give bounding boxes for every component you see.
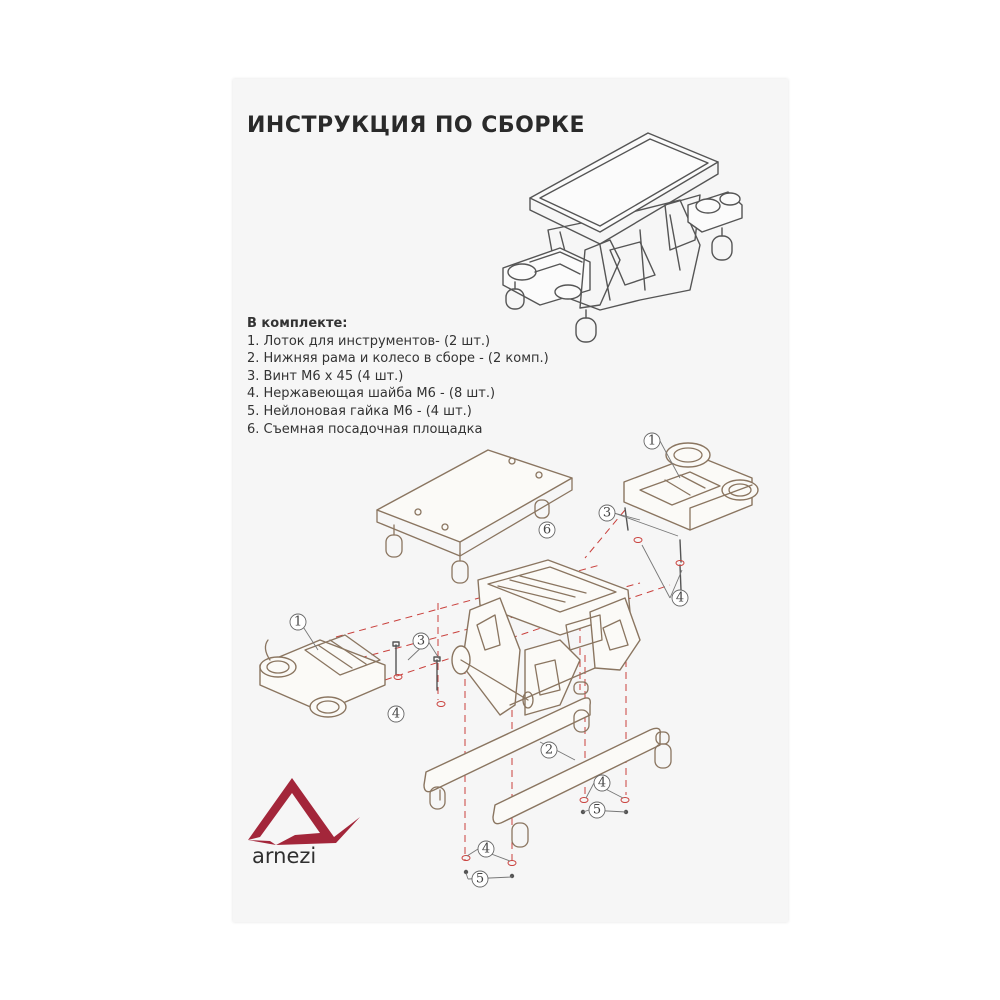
callout-3-right: 3	[603, 506, 611, 521]
hardware-icons	[392, 507, 685, 879]
callout-4-lower-right: 4	[598, 776, 606, 791]
callout-number: 4	[593, 774, 611, 792]
seat-pad-icon	[376, 449, 573, 584]
tool-tray-left-icon	[259, 634, 386, 718]
brand-name: arnezi	[252, 844, 317, 868]
contents-item: 6. Съемная посадочная площадка	[247, 421, 483, 437]
callout-2: 2	[545, 743, 553, 758]
callout-number: 1	[643, 432, 661, 450]
page-title: ИНСТРУКЦИЯ ПО СБОРКЕ	[247, 113, 585, 138]
callout-3-left: 3	[417, 634, 425, 649]
callout-number: 4	[671, 589, 689, 607]
contents-item: 2. Нижняя рама и колесо в сборе - (2 ком…	[247, 351, 549, 367]
callout-4-lower-left: 4	[482, 842, 490, 857]
callout-number: 4	[477, 840, 495, 858]
contents-item: 3. Винт M6 x 45 (4 шт.)	[247, 368, 404, 384]
callout-6: 6	[543, 523, 551, 538]
contents-item: 4. Нержавеющая шайба M6 - (8 шт.)	[247, 386, 496, 402]
lower-frame-icon	[423, 681, 672, 848]
upper-frame-icon	[451, 559, 641, 716]
callout-number: 5	[471, 870, 489, 888]
callout-4-right: 4	[676, 591, 684, 606]
assembled-seat-icon	[502, 132, 743, 343]
contents-items: 1. Лоток для инструментов- (2 шт.) 2. Ни…	[247, 333, 549, 439]
tool-tray-right-icon	[623, 442, 759, 531]
callout-number: 5	[588, 801, 606, 819]
callout-number: 6	[538, 521, 556, 539]
contents-item: 1. Лоток для инструментов- (2 шт.)	[247, 333, 491, 349]
callout-number: 2	[540, 741, 558, 759]
callout-1-left: 1	[294, 615, 302, 630]
contents-heading: В комплекте:	[247, 316, 348, 331]
callout-1-right: 1	[648, 434, 656, 449]
callout-number: 4	[387, 705, 405, 723]
callout-number: 3	[412, 632, 430, 650]
triangle-logo-icon	[248, 778, 360, 845]
callout-number: 3	[598, 504, 616, 522]
callout-number: 1	[289, 613, 307, 631]
callout-5-left: 5	[476, 872, 484, 887]
contents-item: 5. Нейлоновая гайка M6 - (4 шт.)	[247, 403, 472, 419]
callout-4-left: 4	[392, 707, 400, 722]
contents-list: В комплекте: 1. Лоток для инструментов- …	[247, 315, 549, 438]
callout-5-right: 5	[593, 803, 601, 818]
